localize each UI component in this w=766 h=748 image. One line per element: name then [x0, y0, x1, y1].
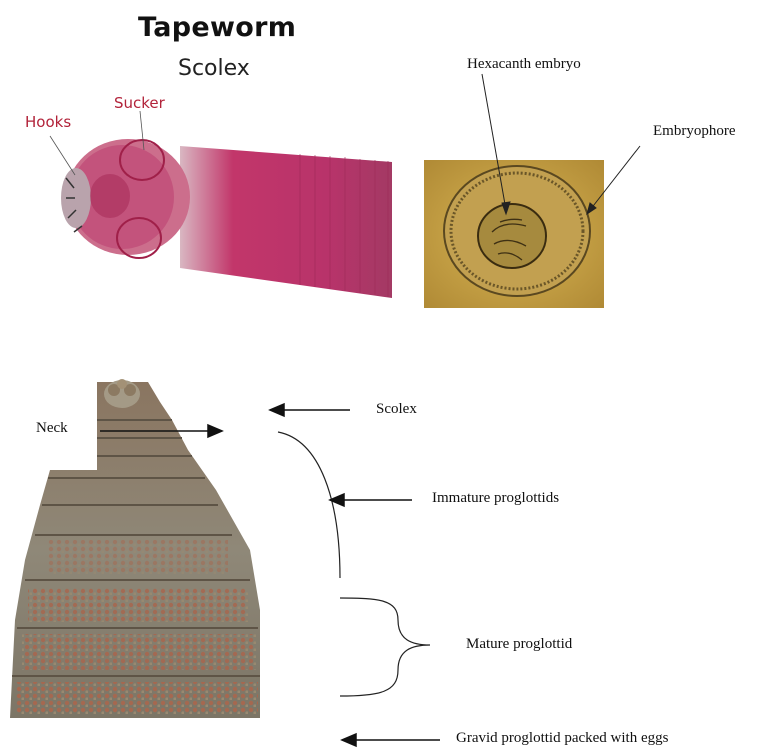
embryophore-label: Embryophore — [653, 123, 735, 140]
mature-proglottid-label: Mature proglottid — [466, 636, 572, 653]
gravid-proglottid-label: Gravid proglottid packed with eggs — [456, 730, 668, 747]
neck-label: Neck — [36, 420, 68, 437]
scolex-label: Scolex — [376, 401, 417, 418]
sucker-label: Sucker — [114, 94, 165, 112]
egg-photo — [424, 160, 604, 308]
hexacanth-label: Hexacanth embryo — [467, 56, 581, 73]
immature-proglottids-label: Immature proglottids — [432, 490, 559, 507]
scolex-photo — [61, 139, 392, 298]
hooks-label: Hooks — [25, 113, 71, 131]
